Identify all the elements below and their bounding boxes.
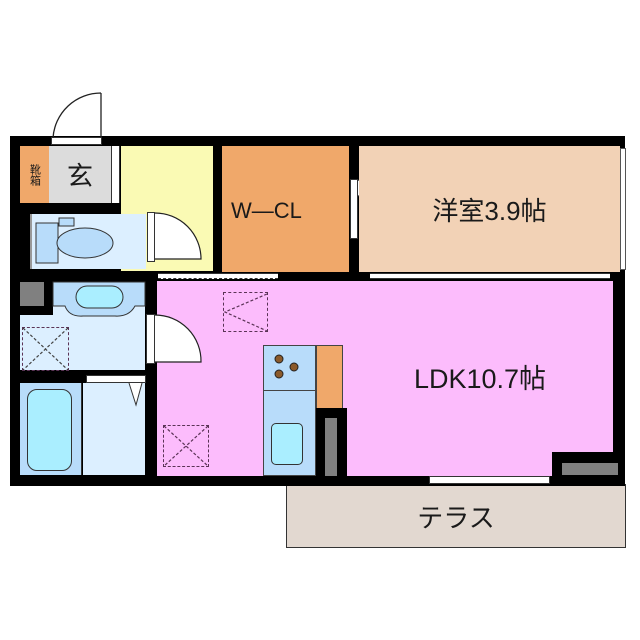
walk-in-closet-label: W—CL	[231, 198, 302, 223]
entrance: 玄	[49, 146, 111, 203]
closet-door[interactable]	[350, 179, 358, 239]
bathroom-door[interactable]	[86, 375, 146, 383]
terrace: テラス	[286, 484, 626, 548]
shoe-box-label: 靴箱	[28, 163, 41, 186]
toilet-door-opening[interactable]	[147, 212, 155, 262]
ldk-room: LDK10.7帖	[157, 281, 613, 476]
ldk-label: LDK10.7帖	[413, 363, 547, 394]
western-room: 洋室3.9帖	[359, 146, 620, 272]
kitchen-sink-icon	[271, 423, 303, 465]
vent-icon	[223, 293, 268, 332]
refrigerator-space	[325, 418, 337, 476]
ldk-vent-bottom	[163, 425, 209, 467]
vent-x-icon	[163, 425, 209, 467]
toilet-door-swing-icon	[154, 212, 202, 260]
kitchen-shelf	[316, 345, 343, 409]
western-room-label: 洋室3.9帖	[432, 195, 547, 226]
ldk-vent-top	[223, 292, 268, 332]
terrace-label: テラス	[417, 502, 495, 533]
kitchen-divider	[263, 390, 316, 391]
western-room-window	[620, 148, 626, 270]
washroom-pillar-gray	[20, 282, 44, 306]
washroom-door-opening[interactable]	[146, 314, 155, 364]
washroom-door-swing-icon	[154, 314, 202, 363]
entrance-door-opening[interactable]	[51, 137, 102, 145]
closet-ldk-partition	[158, 273, 278, 279]
ldk-terrace-window[interactable]	[429, 476, 550, 484]
washroom-vent	[22, 327, 69, 371]
western-room-sliding-door[interactable]	[370, 273, 610, 279]
entrance-door-swing-icon	[52, 92, 102, 139]
walk-in-closet: W—CL	[222, 146, 349, 272]
toilet-icon	[35, 217, 114, 264]
shoe-box: 靴箱	[20, 146, 49, 203]
pillar-gray	[562, 463, 618, 475]
entrance-label: 玄	[66, 161, 93, 191]
wash-basin-icon	[52, 281, 146, 317]
stove-burners-icon	[274, 354, 299, 379]
vent-x-icon	[22, 327, 69, 371]
entrance-step	[111, 146, 120, 203]
bathtub-icon	[27, 389, 72, 471]
bathroom-door-arrow-icon	[128, 382, 143, 407]
